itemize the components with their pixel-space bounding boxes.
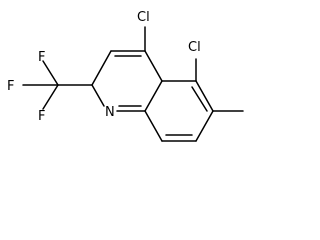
molecule-structure: Cl Cl F F F N: [7, 10, 244, 142]
bond-cf3-f-bottom: [42, 84, 59, 110]
bond-c5-c6-inner: [191, 86, 208, 112]
atom-f-left: F: [7, 79, 14, 94]
atom-f-bottom: F: [38, 109, 45, 124]
bond-c6-c7: [195, 110, 214, 142]
atom-cl-5: Cl: [188, 40, 201, 55]
atom-f-top: F: [38, 50, 45, 65]
bond-n1-c2: [91, 84, 105, 107]
bond-c4-c4a: [144, 50, 163, 82]
bond-c4a-c8a: [144, 80, 163, 112]
bond-c8-c8a: [144, 110, 163, 142]
atom-cl-4: Cl: [137, 10, 150, 25]
atom-n-1: N: [105, 105, 115, 120]
bond-cf3-f-top: [42, 60, 59, 86]
bond-c2-c3: [91, 50, 112, 86]
bond-c5-c6: [195, 80, 214, 112]
